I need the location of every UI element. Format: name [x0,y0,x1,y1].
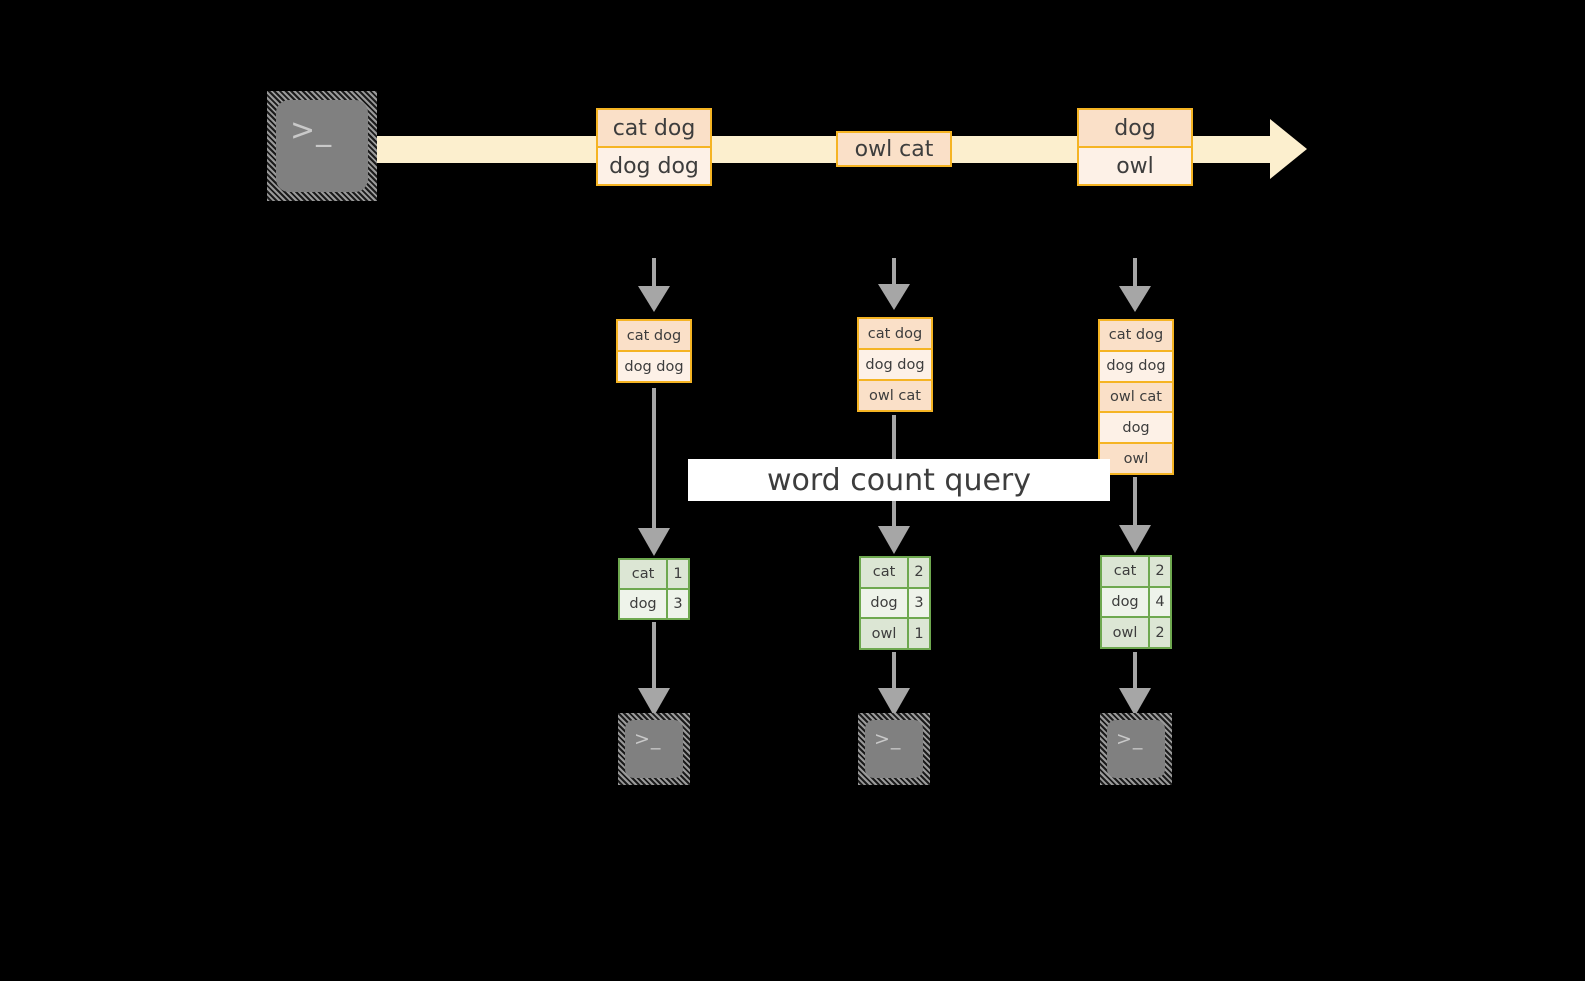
result-word: owl [861,619,907,649]
table-row: owl 1 [861,617,929,649]
input-line: dog dog [618,350,690,381]
tap-arrowhead-3 [1119,286,1151,312]
snapshot-2-input-stack[interactable]: cat dog dog dog owl cat [857,317,933,412]
stream-line: dog dog [598,146,710,184]
snapshot-1-sink-terminal-icon[interactable]: >_ [618,713,690,785]
stream-line: cat dog [598,110,710,146]
tap-arrowheads [638,284,1151,312]
result-word: cat [620,560,666,588]
result-count: 3 [666,590,688,618]
sink-arrowhead-2 [878,688,910,716]
table-row: dog 3 [861,586,929,618]
table-row: owl 2 [1102,616,1170,648]
table-row: cat 2 [1102,557,1170,586]
snapshot-2-result-table[interactable]: cat 2 dog 3 owl 1 [859,556,931,650]
snapshot-1-input-stack[interactable]: cat dog dog dog [616,319,692,383]
input-line: dog dog [859,348,931,379]
stream-line: dog [1079,110,1191,146]
terminal-prompt-glyph: >_ [874,728,902,750]
result-count: 2 [1148,557,1170,586]
terminal-prompt-glyph: >_ [634,728,662,750]
input-line: owl [1100,442,1172,473]
result-count: 1 [666,560,688,588]
input-line: dog [1100,411,1172,443]
snapshot-3-result-table[interactable]: cat 2 dog 4 owl 2 [1100,555,1172,649]
table-row: cat 2 [861,558,929,587]
snapshot-3-input-stack[interactable]: cat dog dog dog owl cat dog owl [1098,319,1174,475]
source-terminal-icon[interactable]: >_ [267,91,377,201]
terminal-screen: >_ [276,100,368,192]
stream-line: owl [1079,146,1191,184]
snapshot-2-sink-terminal-icon[interactable]: >_ [858,713,930,785]
result-word: owl [1102,618,1148,648]
table-row: dog 3 [620,588,688,618]
result-word: dog [861,588,907,618]
input-line: owl cat [1100,380,1172,412]
result-count: 2 [907,558,929,587]
sink-arrowhead-3 [1119,688,1151,716]
input-line: cat dog [1100,321,1172,350]
terminal-screen: >_ [625,720,683,778]
result-word: cat [1102,557,1148,586]
snapshot-1-result-table[interactable]: cat 1 dog 3 [618,558,690,620]
result-count: 2 [1148,618,1170,648]
tap-arrowhead-1 [638,286,670,312]
stream-batch-1[interactable]: cat dog dog dog [596,108,712,186]
query-arrowhead-3 [1119,525,1151,553]
stream-line: owl cat [838,133,950,165]
result-word: dog [620,590,666,618]
stream-batch-3[interactable]: dog owl [1077,108,1193,186]
query-arrowhead-1 [638,528,670,556]
word-count-query-banner: word count query [688,459,1110,501]
tap-arrowhead-2 [878,284,910,310]
query-arrowhead-2 [878,526,910,554]
result-word: cat [861,558,907,587]
table-row: cat 1 [620,560,688,588]
terminal-screen: >_ [865,720,923,778]
sink-arrowhead-1 [638,688,670,716]
input-line: cat dog [859,319,931,348]
input-line: dog dog [1100,349,1172,381]
snapshot-3-sink-terminal-icon[interactable]: >_ [1100,713,1172,785]
terminal-prompt-glyph: >_ [290,113,333,148]
terminal-prompt-glyph: >_ [1116,728,1144,750]
input-line: cat dog [618,321,690,350]
input-line: owl cat [859,379,931,410]
result-count: 3 [907,588,929,618]
table-row: dog 4 [1102,585,1170,617]
result-word: dog [1102,587,1148,617]
result-count: 4 [1148,587,1170,617]
result-count: 1 [907,619,929,649]
terminal-screen: >_ [1107,720,1165,778]
stream-batch-2[interactable]: owl cat [836,131,952,167]
